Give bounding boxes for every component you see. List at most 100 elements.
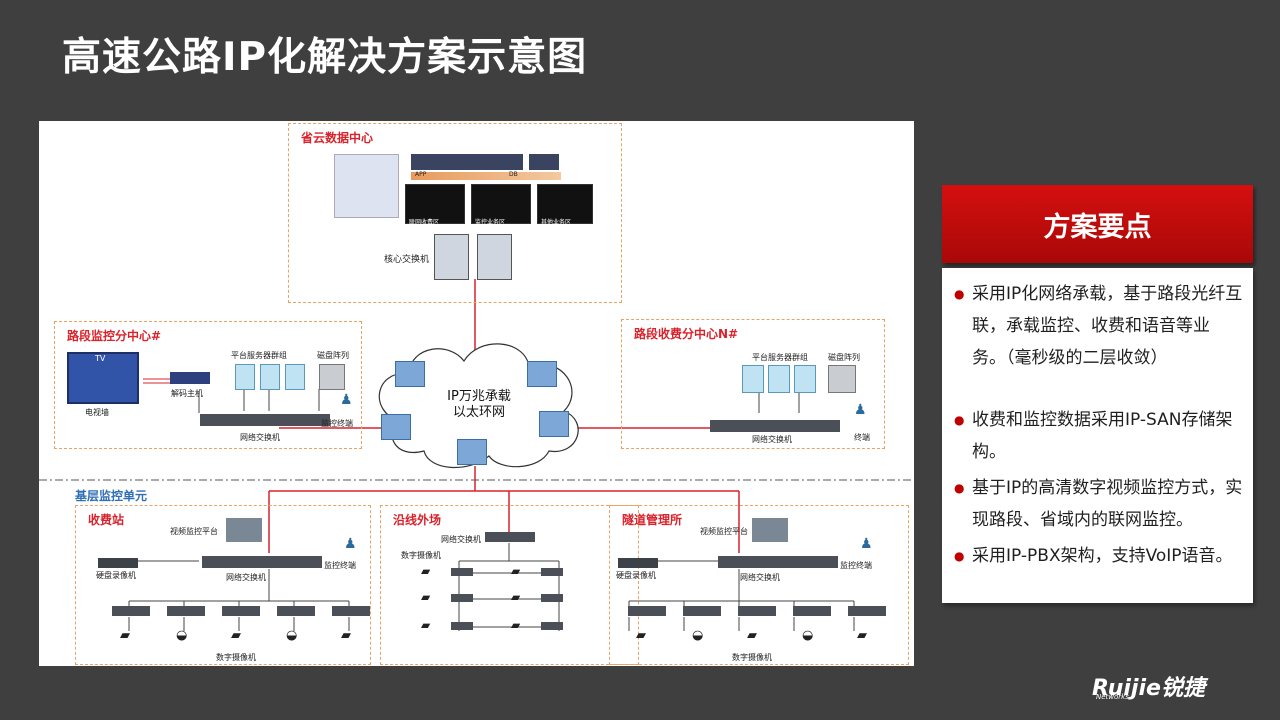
camera-icon: ▰ [421, 590, 431, 604]
servers-label: 平台服务器群组 [231, 351, 287, 360]
bullet-icon: ● [954, 481, 965, 495]
key-point-text: 基于IP的高清数字视频监控方式，实现路段、省域内的联网监控。 [972, 478, 1243, 530]
zone-title: 路段监控分中心# [67, 329, 162, 343]
decoder-icon [170, 372, 210, 384]
brand-logo: Ruijie锐捷 [1092, 676, 1205, 701]
encoder-icon [277, 606, 315, 616]
ring-switch-icon [457, 439, 487, 465]
dvr-label: 硬盘录像机 [616, 571, 656, 580]
core-switch-label: 核心交换机 [384, 255, 430, 265]
disk-array-icon [828, 365, 856, 393]
zone-area-1 [405, 184, 465, 224]
area-label: 联网收费区 [409, 219, 440, 226]
zone-toll-center: 路段收费分中心N# 平台服务器群组 磁盘阵列 网络交换机 ♟ 终端 [621, 319, 885, 449]
server-icon [235, 364, 255, 390]
disk-array-label: 磁盘阵列 [828, 353, 860, 362]
key-points-title: 方案要点 [1043, 212, 1152, 243]
encoder-icon [451, 568, 473, 576]
zone-tunnel: 隧道管理所 视频监控平台 硬盘录像机 网络交换机 ♟ 监控终端 ▰ ◒ ▰ ◒ … [609, 505, 909, 665]
cameras-label: 数字摄像机 [732, 653, 772, 662]
server-rack-row [411, 154, 523, 170]
encoder-icon [683, 606, 721, 616]
decoder-label: 解码主机 [171, 389, 203, 398]
key-points-list: ● 采用IP化网络承载，基于路段光纤互联，承载监控、收费和语音等业务。（毫秒级的… [942, 278, 1253, 572]
cloud-line2: 以太环网 [452, 405, 505, 420]
rack-label-app: APP [415, 171, 427, 178]
zone-toll-station: 收费站 视频监控平台 硬盘录像机 网络交换机 ♟ 监控终端 ▰ ◒ ▰ ◒ ▰ … [75, 505, 371, 665]
server-icon [768, 365, 790, 393]
network-switch-icon [202, 556, 322, 568]
cameras-label: 数字摄像机 [401, 551, 441, 560]
camera-icon: ◒ [692, 628, 704, 643]
switch-label: 网络交换机 [240, 433, 280, 442]
camera-icon: ▰ [341, 628, 351, 643]
key-point-text: 收费和监控数据采用IP-SAN存储架构。 [972, 410, 1233, 462]
encoder-icon [451, 594, 473, 602]
zone-title: 省云数据中心 [301, 131, 374, 145]
terminal-label: 监控终端 [840, 561, 872, 570]
camera-icon: ◒ [176, 628, 188, 643]
encoder-icon [451, 622, 473, 630]
camera-icon: ▰ [421, 564, 431, 578]
switch-label: 网络交换机 [752, 435, 792, 444]
disk-array-icon [319, 364, 345, 390]
key-points-header: 方案要点 [942, 185, 1253, 263]
terminal-icon: ♟ [860, 536, 873, 552]
zone-title: 沿线外场 [393, 513, 442, 527]
terminal-label: 监控终端 [321, 419, 353, 428]
brand-sub: Networks [1096, 693, 1129, 701]
terminal-icon: ♟ [340, 392, 353, 408]
platform-server-icon [752, 518, 788, 542]
switch-label: 网络交换机 [740, 573, 780, 582]
platform-label: 视频监控平台 [170, 527, 218, 536]
dvr-icon [98, 558, 138, 568]
base-layer-title: 基层监控单元 [75, 489, 148, 503]
camera-icon: ▰ [511, 618, 521, 632]
bullet-icon: ● [954, 549, 965, 563]
encoder-icon [848, 606, 886, 616]
slide-title: 高速公路IP化解决方案示意图 [62, 35, 588, 80]
rack-panel [334, 154, 399, 218]
switch-label: 网络交换机 [441, 535, 481, 544]
cameras-label: 数字摄像机 [216, 653, 256, 662]
camera-icon: ◒ [802, 628, 814, 643]
terminal-label: 终端 [854, 433, 870, 442]
encoder-icon [222, 606, 260, 616]
zone-monitor-center: 路段监控分中心# TV 电视墙 解码主机 平台服务器群组 磁盘阵列 网络交换机 … [54, 321, 362, 449]
terminal-label: 监控终端 [324, 561, 356, 570]
area-label: 监控业务区 [475, 219, 506, 226]
core-switch-icon [434, 234, 469, 280]
app-bar [411, 172, 561, 180]
camera-icon: ◒ [286, 628, 298, 643]
tv-wall-icon [67, 352, 139, 404]
disk-array-label: 磁盘阵列 [317, 351, 349, 360]
terminal-icon: ♟ [344, 536, 357, 552]
tv-badge: TV [95, 354, 106, 363]
zone-province-dc: 省云数据中心 APP DB 联网收费区 监控业务区 其他业务区 核心交换机 [288, 123, 622, 303]
key-points-panel: ● 采用IP化网络承载，基于路段光纤互联，承载监控、收费和语音等业务。（毫秒级的… [942, 268, 1253, 603]
bullet-icon: ● [954, 413, 965, 427]
ring-switch-icon [395, 361, 425, 387]
key-point-item: ● 采用IP-PBX架构，支持VoIP语音。 [942, 540, 1253, 572]
camera-icon: ▰ [857, 628, 867, 643]
ring-switch-icon [381, 414, 411, 440]
camera-icon: ▰ [120, 628, 130, 643]
server-icon [742, 365, 764, 393]
key-point-item: ● 收费和监控数据采用IP-SAN存储架构。 [942, 404, 1253, 468]
encoder-icon [541, 594, 563, 602]
key-point-item: ● 基于IP的高清数字视频监控方式，实现路段、省域内的联网监控。 [942, 472, 1253, 536]
terminal-icon: ♟ [854, 402, 867, 418]
switch-label: 网络交换机 [226, 573, 266, 582]
camera-icon: ▰ [421, 618, 431, 632]
camera-icon: ▰ [636, 628, 646, 643]
dvr-icon [618, 558, 658, 568]
core-switch-icon [477, 234, 512, 280]
encoder-icon [112, 606, 150, 616]
platform-server-icon [226, 518, 262, 542]
encoder-icon [541, 568, 563, 576]
server-icon [794, 365, 816, 393]
ring-switch-icon [527, 361, 557, 387]
cloud-line1: IP万兆承载 [447, 389, 511, 404]
zone-area-3 [537, 184, 593, 224]
platform-label: 视频监控平台 [700, 527, 748, 536]
